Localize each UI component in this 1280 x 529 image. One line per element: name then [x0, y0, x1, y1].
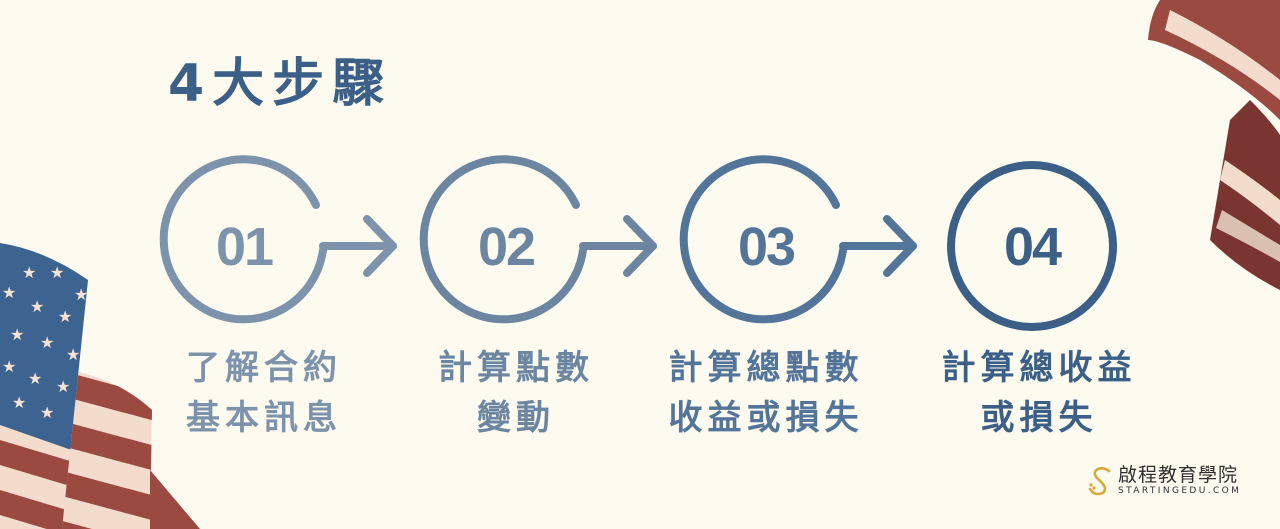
brand-logo: 啟程教育學院 STARTINGEDU.COM — [1088, 465, 1241, 497]
svg-text:★: ★ — [74, 285, 88, 304]
svg-text:★: ★ — [56, 377, 70, 396]
step-1-label-line1: 了解合約 — [186, 348, 342, 388]
step-3-label-line1: 計算總點數 — [668, 348, 864, 388]
step-3-circle-arrow-icon — [679, 155, 917, 324]
step-1-label: 了解合約 基本訊息 — [144, 343, 384, 443]
svg-text:★: ★ — [22, 263, 36, 282]
step-4-label-line2: 或損失 — [980, 398, 1098, 438]
step-1-label-line2: 基本訊息 — [186, 398, 342, 438]
step-3-number: 03 — [737, 217, 796, 277]
svg-text:★: ★ — [2, 283, 16, 302]
svg-text:★: ★ — [40, 333, 54, 352]
svg-text:★: ★ — [2, 357, 16, 376]
step-1-circle-arrow-icon — [159, 155, 397, 324]
s-logo-icon — [1088, 467, 1111, 496]
step-2-label: 計算點數 變動 — [396, 343, 636, 443]
step-3-label: 計算總點數 收益或損失 — [636, 343, 896, 443]
us-flag-decoration-left-icon: ★★★ ★★★ ★★★ ★★★ ★★ — [0, 243, 200, 529]
step-2-number: 02 — [477, 217, 536, 277]
step-4-label: 計算總收益 或損失 — [909, 343, 1169, 443]
page-title: 4大步驟 — [168, 54, 393, 114]
svg-text:★: ★ — [10, 325, 24, 344]
brand-text: 啟程教育學院 STARTINGEDU.COM — [1118, 465, 1241, 497]
svg-text:★: ★ — [12, 393, 26, 412]
step-3-label-line2: 收益或損失 — [668, 398, 864, 438]
step-2-label-line2: 變動 — [477, 398, 555, 438]
svg-text:★: ★ — [40, 403, 54, 422]
step-4-number: 04 — [1003, 217, 1062, 277]
brand-domain: STARTINGEDU.COM — [1118, 486, 1242, 496]
step-2-label-line1: 計算點數 — [438, 348, 594, 388]
svg-text:★: ★ — [30, 297, 44, 316]
step-4-label-line1: 計算總收益 — [941, 348, 1137, 388]
brand-name: 啟程教育學院 — [1118, 464, 1239, 486]
svg-text:★: ★ — [58, 307, 72, 326]
step-4-circle-icon — [947, 161, 1117, 331]
step-2-circle-arrow-icon — [419, 155, 657, 324]
svg-text:★: ★ — [50, 263, 64, 282]
svg-text:★: ★ — [28, 369, 42, 388]
svg-text:★: ★ — [66, 345, 80, 364]
step-1-number: 01 — [215, 217, 274, 277]
